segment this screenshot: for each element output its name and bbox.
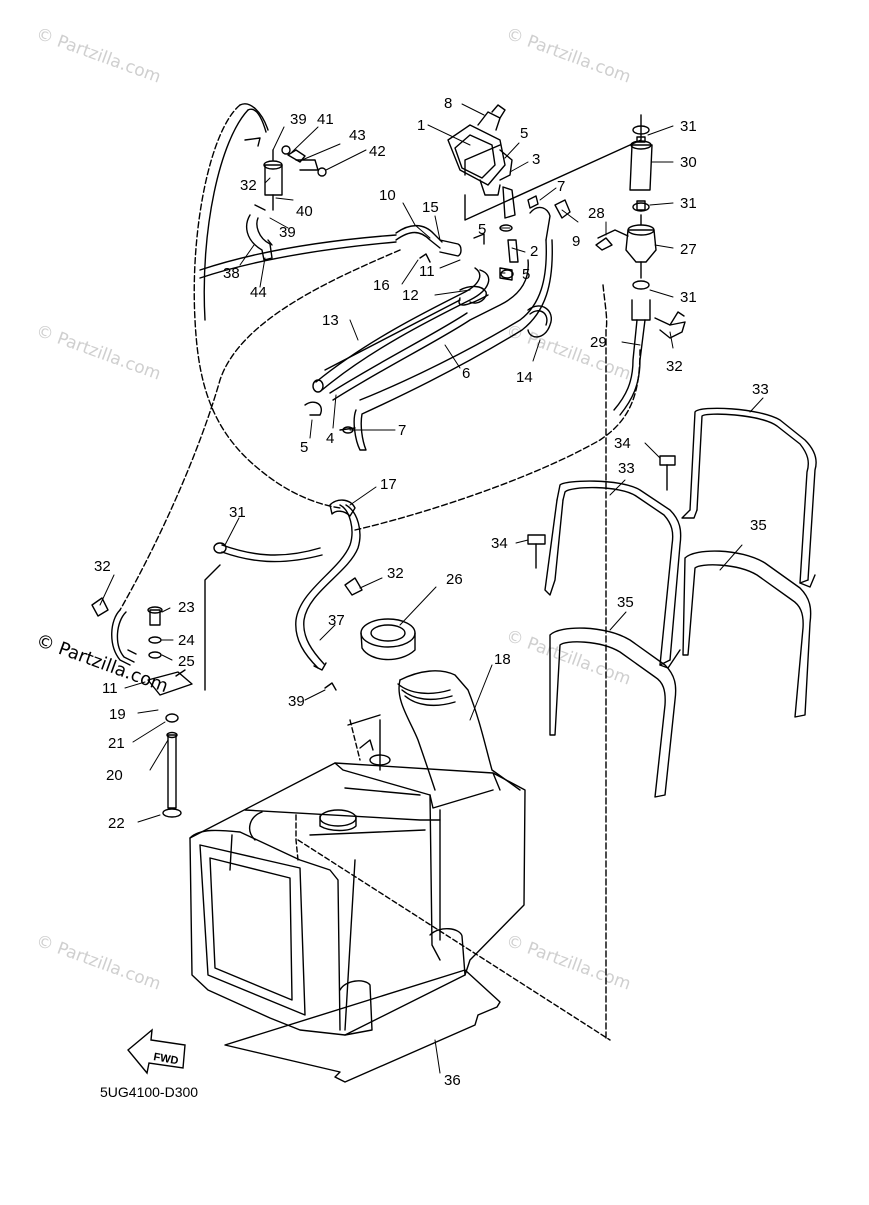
- callout-7-b: 7: [398, 422, 406, 439]
- callout-21: 21: [108, 735, 125, 752]
- routing-lines: [111, 103, 646, 1041]
- callout-14: 14: [516, 369, 533, 386]
- callout-34-a: 34: [614, 435, 631, 452]
- callout-33-b: 33: [618, 460, 635, 477]
- callout-33-a: 33: [752, 381, 769, 398]
- tank-base-pad: [224, 969, 501, 1083]
- callout-23: 23: [178, 599, 195, 616]
- callout-8: 8: [444, 95, 452, 112]
- small-fittings: [304, 195, 571, 434]
- tank-pads: [549, 550, 812, 798]
- callout-35-a: 35: [750, 517, 767, 534]
- callout-15: 15: [422, 199, 439, 216]
- callout-4: 4: [326, 430, 334, 447]
- fuel-filter: [244, 137, 327, 261]
- callout-27: 27: [680, 241, 697, 258]
- fuel-pickup: [91, 597, 193, 818]
- callout-39-c: 39: [288, 693, 305, 710]
- strap-bolts: [527, 455, 676, 569]
- callout-5-c: 5: [522, 266, 530, 283]
- callout-26: 26: [446, 571, 463, 588]
- callout-31-c: 31: [680, 289, 697, 306]
- callout-24: 24: [178, 632, 195, 649]
- callout-3: 3: [532, 151, 540, 168]
- callout-41: 41: [317, 111, 334, 128]
- callout-17: 17: [380, 476, 397, 493]
- callout-31-a: 31: [680, 118, 697, 135]
- callout-42: 42: [369, 143, 386, 160]
- fwd-label: FWD: [152, 1051, 179, 1067]
- watermark: © Partzilla.com: [33, 931, 163, 995]
- callout-5-a: 5: [520, 125, 528, 142]
- callout-25: 25: [178, 653, 195, 670]
- line-art: [91, 103, 817, 1083]
- watermark: © Partzilla.com: [33, 321, 163, 385]
- callout-32-d: 32: [94, 558, 111, 575]
- callout-6: 6: [462, 365, 470, 382]
- callout-5-b: 5: [478, 221, 486, 238]
- callout-36: 36: [444, 1072, 461, 1089]
- callout-43: 43: [349, 127, 366, 144]
- callout-28: 28: [588, 205, 605, 222]
- callout-32-a: 32: [240, 177, 257, 194]
- callout-5-d: 5: [300, 439, 308, 456]
- callout-1: 1: [417, 117, 425, 134]
- callout-37: 37: [328, 612, 345, 629]
- callout-29: 29: [590, 334, 607, 351]
- return-hose: [213, 542, 323, 563]
- callout-16: 16: [373, 277, 390, 294]
- filler-cap: [360, 618, 416, 661]
- fuel-hoses: [199, 206, 553, 451]
- callout-35-b: 35: [617, 594, 634, 611]
- callout-19: 19: [109, 706, 126, 723]
- callout-9: 9: [572, 233, 580, 250]
- fuel-cock: [447, 104, 516, 219]
- callout-2: 2: [530, 243, 538, 260]
- fuel-tank: [189, 670, 526, 1036]
- callout-39-a: 39: [290, 111, 307, 128]
- leader-lines: [99, 103, 764, 1074]
- callout-18: 18: [494, 651, 511, 668]
- callout-13: 13: [322, 312, 339, 329]
- callout-34-b: 34: [491, 535, 508, 552]
- callout-20: 20: [106, 767, 123, 784]
- callout-40: 40: [296, 203, 313, 220]
- vent-hose: [295, 499, 361, 671]
- callout-11-a: 11: [419, 263, 435, 280]
- callout-31-d: 31: [229, 504, 246, 521]
- drawing-code: 5UG4100-D300: [100, 1084, 198, 1100]
- callout-32-c: 32: [387, 565, 404, 582]
- callout-22: 22: [108, 815, 125, 832]
- watermark: © Partzilla.com: [503, 24, 633, 88]
- fwd-arrow-icon: FWD: [127, 1028, 186, 1075]
- callout-44: 44: [250, 284, 267, 301]
- callout-12: 12: [402, 287, 419, 304]
- callout-30: 30: [680, 154, 697, 171]
- watermark: © Partzilla.com: [503, 626, 633, 690]
- callout-39-b: 39: [279, 224, 296, 241]
- tank-straps: [544, 407, 817, 669]
- callout-7-a: 7: [557, 178, 565, 195]
- callout-32-b: 32: [666, 358, 683, 375]
- callout-10: 10: [379, 187, 396, 204]
- hose-clamps: [324, 136, 646, 691]
- watermark: © Partzilla.com: [33, 24, 163, 88]
- vent-filter: [595, 125, 686, 339]
- callout-labels: 1 2 3 4 5 5 5 5 6 7 7 8 9 10 11 11 12 13…: [94, 95, 769, 1089]
- callout-11-b: 11: [102, 680, 118, 697]
- callout-38: 38: [223, 265, 240, 282]
- watermark: © Partzilla.com: [503, 931, 633, 995]
- callout-31-b: 31: [680, 195, 697, 212]
